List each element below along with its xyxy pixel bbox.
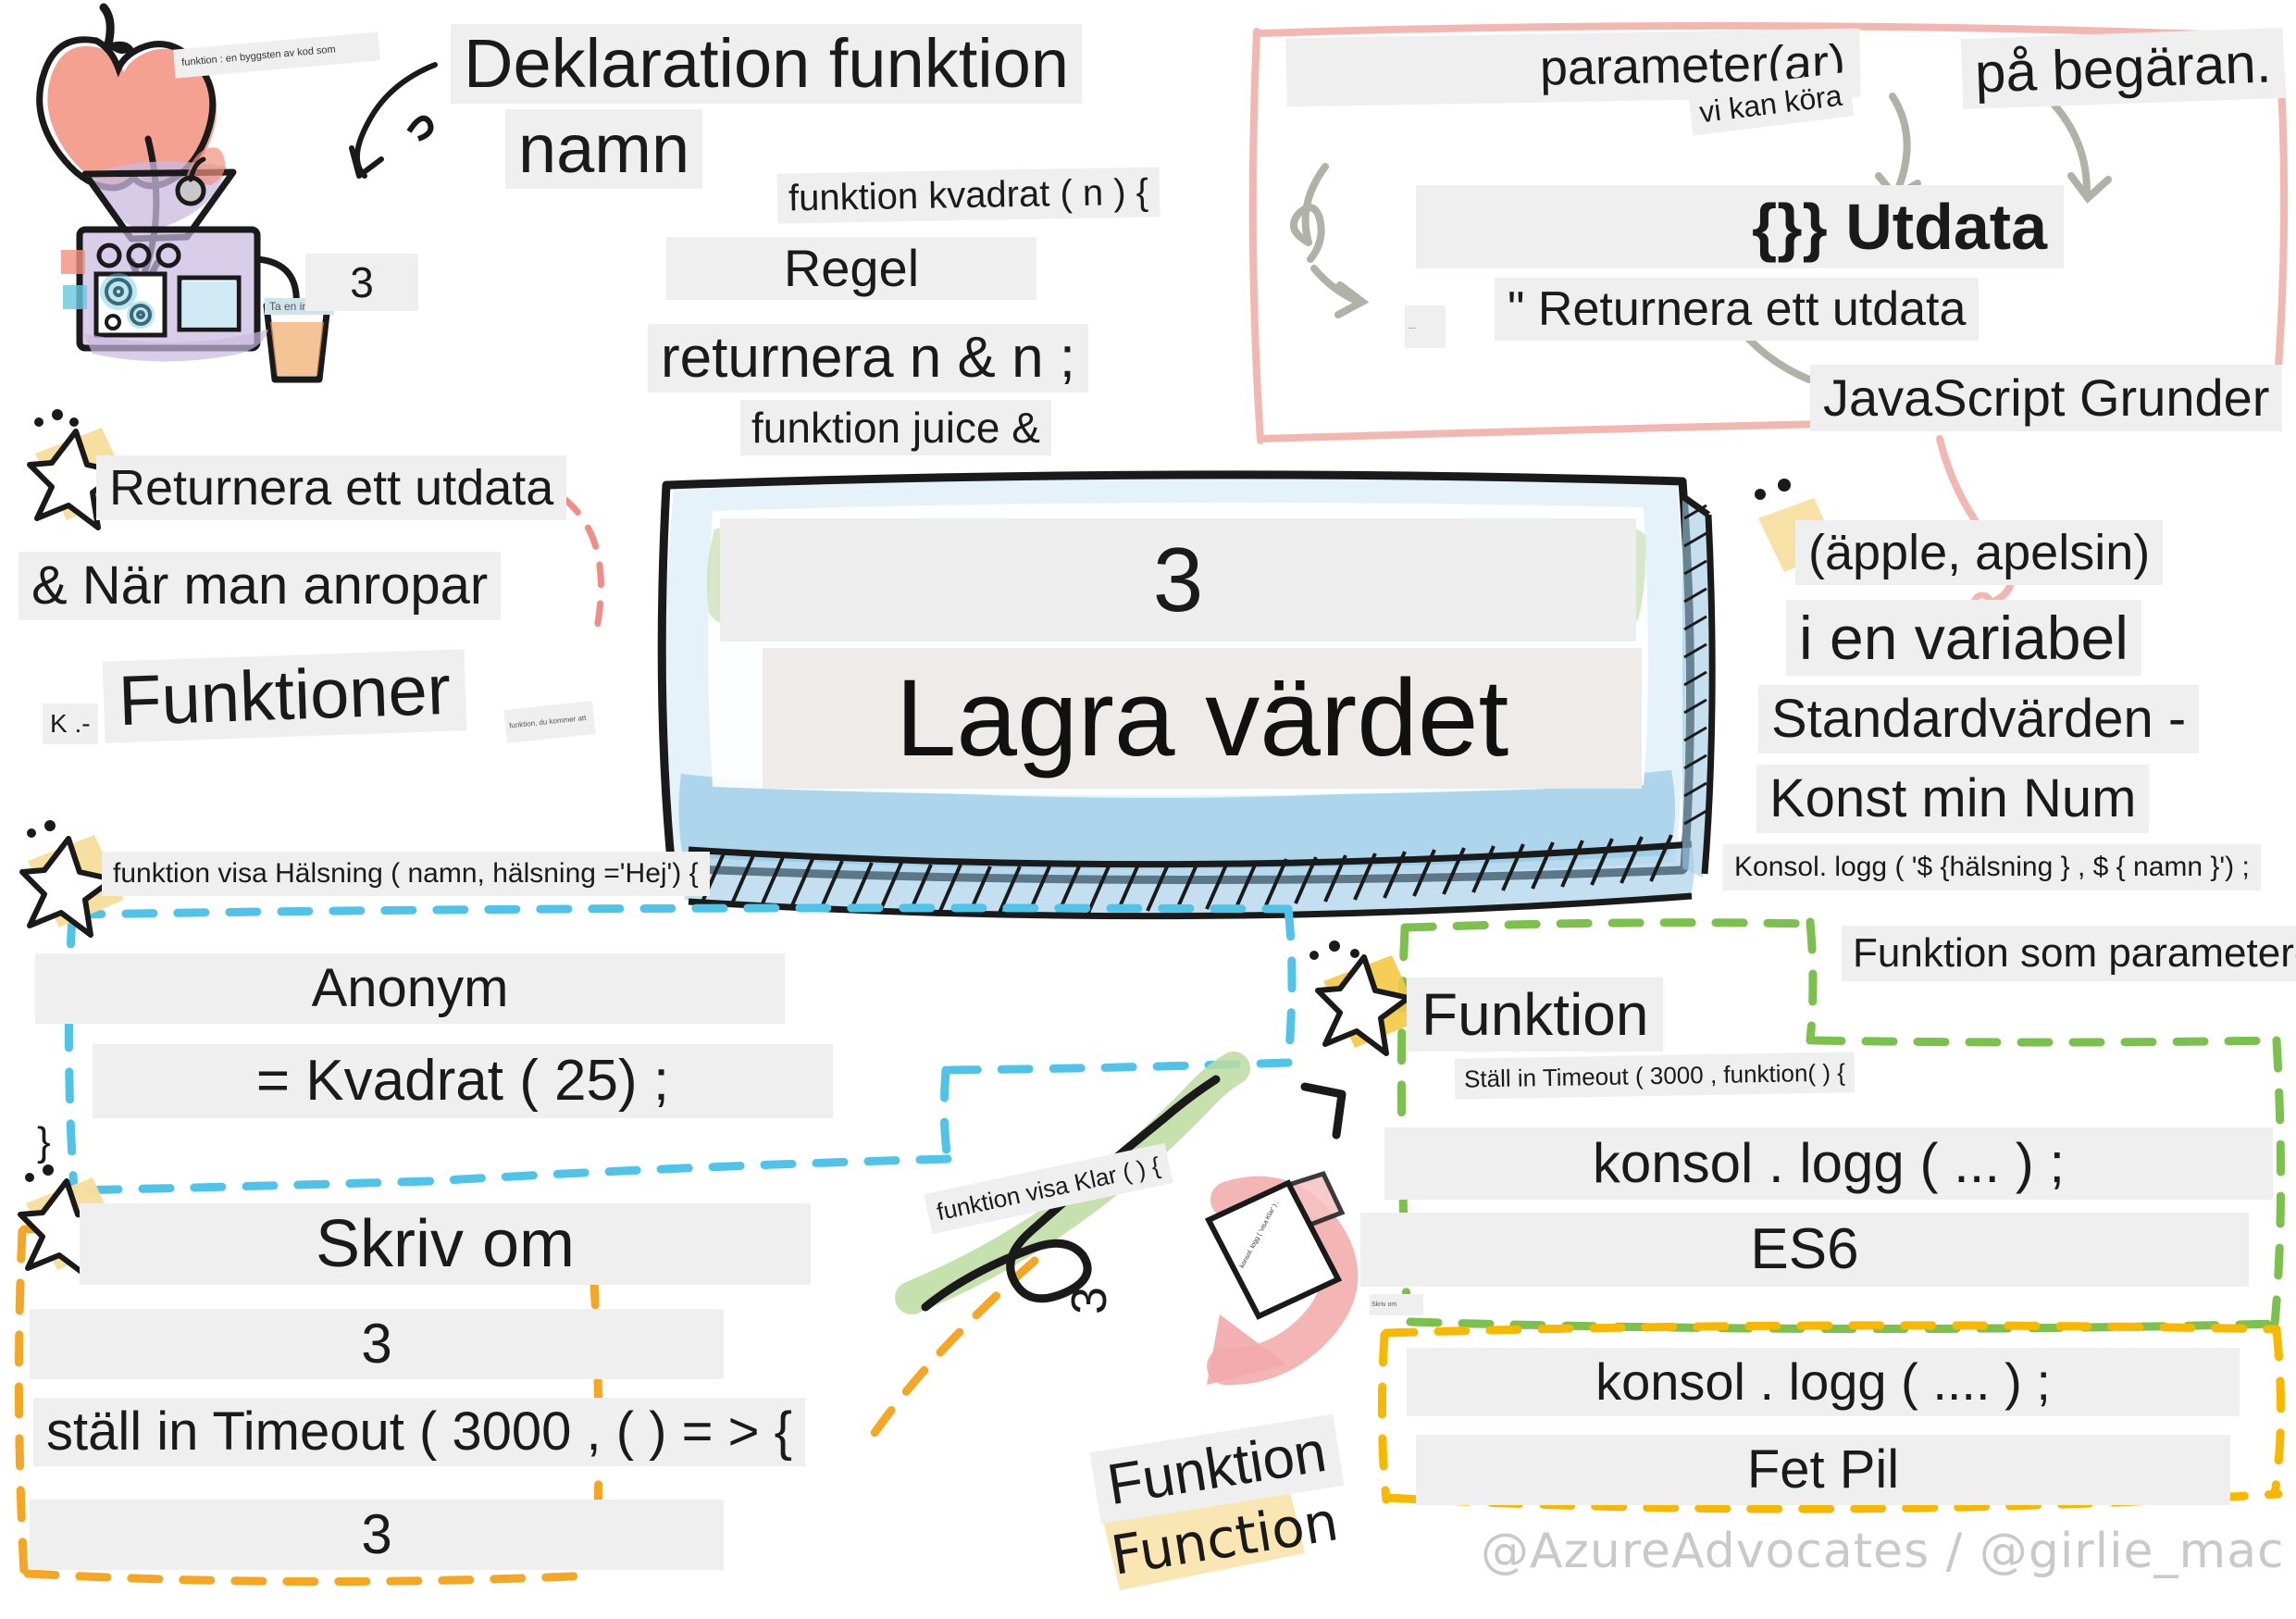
heading-deklaration-funktion: Deklaration funktion	[451, 24, 1083, 104]
watermark-credit: @AzureAdvocates / @girlie_mac	[1481, 1524, 2285, 1579]
label-standardvarden: Standardvärden -	[1758, 685, 2200, 753]
center-card-number: 3	[720, 518, 1636, 641]
center-card-title: Lagra värdet	[763, 648, 1642, 789]
code-funktion-juice: funktion juice &	[740, 400, 1051, 455]
code-funktion-visa-halsning: funktion visa Hälsning ( namn, hälsning …	[102, 852, 710, 896]
label-utdata: {}} Utdata	[1416, 185, 2064, 268]
note-to-heading-arrow	[349, 62, 438, 179]
code-stall-in-timeout-arrow: ställ in Timeout ( 3000 , ( ) = > {	[33, 1398, 805, 1466]
curly-arrow-left	[1289, 163, 1370, 318]
label-k-mark: K .-	[43, 704, 98, 744]
code-konsol-logg-orange: konsol . logg ( .... ) ;	[1407, 1348, 2240, 1416]
code-konsol-logg-template: Konsol. logg ( '$ {hälsning } , $ { namn…	[1723, 844, 2261, 890]
label-returnera-ett-utdata-panel: " Returnera ett utdata	[1495, 278, 1980, 341]
label-funktion-som-parameter: Funktion som parameter-	[1842, 926, 2296, 981]
code-stall-in-timeout-funktion: Ställ in Timeout ( 3000 , funktion( ) {	[1454, 1052, 1855, 1100]
label-returnera-ett-utdata-left: Returnera ett utdata	[96, 455, 567, 520]
label-bottom-number-3: 3	[30, 1500, 724, 1570]
label-funktioner: Funktioner	[102, 649, 467, 743]
code-konsol-logg-green: konsol . logg ( ... ) ;	[1384, 1127, 2273, 1200]
label-i-en-variabel: i en variabel	[1786, 600, 2141, 676]
label-es6: ES6	[1360, 1213, 2249, 1287]
heading-namn: namn	[505, 109, 703, 189]
label-apple-orange: (äpple, apelsin)	[1795, 520, 2164, 585]
machine-illustration	[61, 147, 331, 383]
note-function-definition: funktion : en byggsten av kod som	[173, 31, 380, 79]
tiny-center-card-text: konsol. logg ( 'visa Klar' ) ;	[1238, 1200, 1281, 1270]
label-skriv-om: Skriv om	[80, 1203, 811, 1285]
code-returnera-n: returnera n & n ;	[648, 324, 1089, 392]
label-fet-pil: Fet Pil	[1416, 1435, 2230, 1505]
label-center-number-3: 3	[1061, 1286, 1118, 1315]
code-funktion-kvadrat: funktion kvadrat ( n ) {	[776, 167, 1160, 224]
arrow-vi-kan-kora	[1875, 93, 1921, 202]
tiny-center-card-text-2: Skriv om	[1370, 1294, 1423, 1315]
label-brace: }	[37, 1119, 51, 1164]
label-funktion-green: Funktion	[1407, 978, 1664, 1052]
tiny-note-funktion: funktion, du kommer att	[503, 701, 596, 743]
panel-tiny-mark: ...	[1405, 305, 1446, 348]
label-javascript-grunder: JavaScript Grunder	[1810, 365, 2283, 431]
label-pa-begaran: på begäran.	[1960, 27, 2286, 110]
label-nar-man-anropar: & När man anropar	[19, 552, 502, 620]
code-funktion-visa-klar: funktion visa Klar ( ) {	[924, 1142, 1173, 1235]
label-regel: Regel	[666, 237, 1036, 300]
apple-illustration	[36, 3, 217, 192]
code-kvadrat-call: = Kvadrat ( 25) ;	[93, 1044, 833, 1118]
label-konst-min-num: Konst min Num	[1756, 765, 2150, 833]
label-anonym: Anonym	[35, 953, 785, 1024]
step-number-3: 3	[305, 254, 418, 311]
arrow-pa-begaran	[2046, 96, 2112, 204]
label-skriv-om-number: 3	[30, 1309, 724, 1379]
apple-to-machine-arrow	[128, 135, 161, 293]
